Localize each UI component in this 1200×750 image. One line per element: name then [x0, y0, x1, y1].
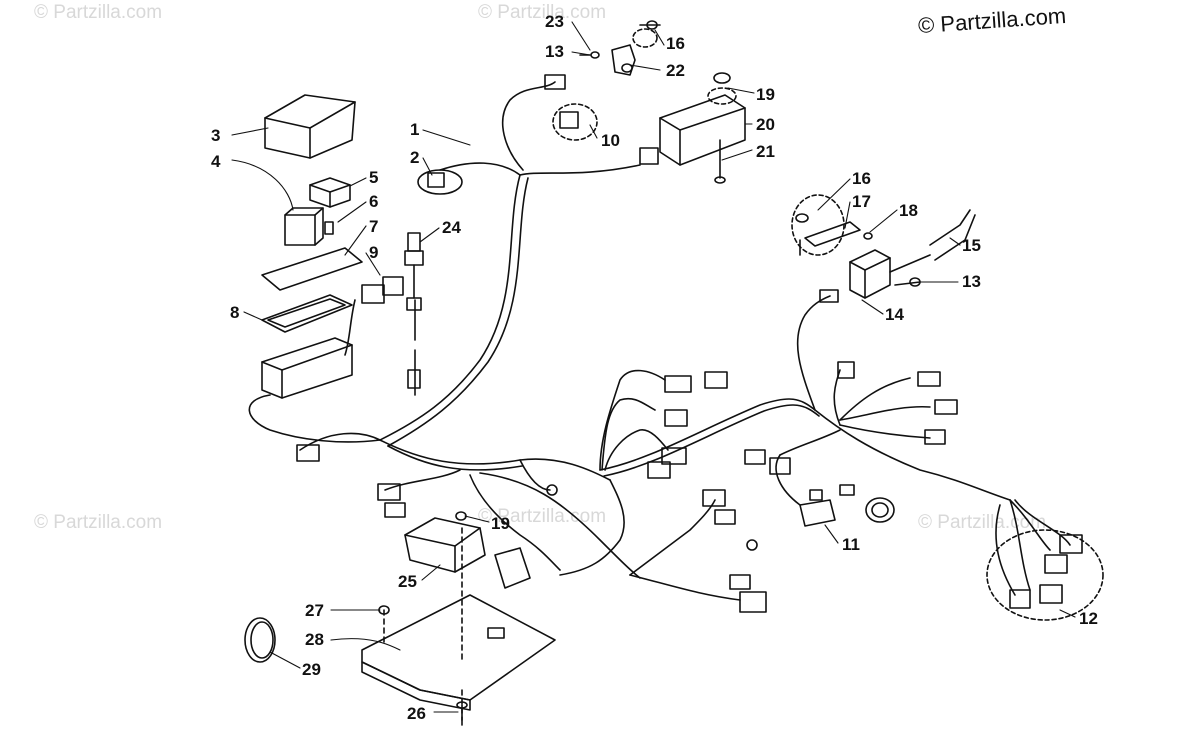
- connector-cluster: [986, 529, 1104, 621]
- watermark: © Partzilla.com: [34, 512, 163, 533]
- callout-7: 7: [369, 217, 378, 236]
- callout-6: 6: [369, 192, 378, 211]
- oxygen-sensor: [404, 232, 424, 389]
- voltage-regulator: [639, 94, 746, 166]
- leader-lines: [231, 21, 1076, 713]
- callout-3: 3: [211, 126, 220, 145]
- fuse-card: [261, 247, 363, 291]
- callout-17: 17: [852, 192, 871, 211]
- relay: [284, 207, 324, 246]
- callout-19-top: 19: [756, 85, 775, 104]
- callout-10: 10: [601, 131, 620, 150]
- connector-clip: [417, 169, 463, 195]
- callout-16-right: 16: [852, 169, 871, 188]
- callout-28: 28: [305, 630, 324, 649]
- callout-29: 29: [302, 660, 321, 679]
- callout-13-top: 13: [545, 42, 564, 61]
- plate-screws: [378, 605, 468, 726]
- callout-12: 12: [1079, 609, 1098, 628]
- callout-9: 9: [369, 243, 378, 262]
- callout-labels: 3 4 5 6 7 9 8 1 2 24 10 23 13 16 22 19 2…: [211, 12, 1098, 723]
- relay-box-cover: [264, 94, 356, 159]
- left-connectors: [296, 444, 406, 518]
- harness-connector: [544, 74, 598, 141]
- callout-15: 15: [962, 236, 981, 255]
- callout-8: 8: [230, 303, 239, 322]
- speed-sensor-assembly: [791, 194, 976, 303]
- nut: [707, 72, 737, 105]
- callout-1: 1: [410, 120, 419, 139]
- callout-13-right: 13: [962, 272, 981, 291]
- callout-23: 23: [545, 12, 564, 31]
- middle-connectors: [546, 371, 767, 613]
- fuse: [324, 221, 334, 235]
- fuse-box-gasket: [261, 294, 353, 333]
- connector: [361, 276, 404, 304]
- harness-plug: [799, 499, 836, 527]
- callout-19-mid: 19: [491, 514, 510, 533]
- ecu-module: [404, 511, 531, 589]
- sensor-bracket: [579, 20, 661, 76]
- mounting-plate: [361, 527, 556, 721]
- callout-25: 25: [398, 572, 417, 591]
- watermark: © Partzilla.com: [34, 2, 163, 23]
- wire-harness: [248, 81, 1071, 601]
- callout-20: 20: [756, 115, 775, 134]
- callout-21: 21: [756, 142, 775, 161]
- callout-2: 2: [410, 148, 419, 167]
- callout-27: 27: [305, 601, 324, 620]
- screw: [714, 139, 726, 184]
- callout-16-top: 16: [666, 34, 685, 53]
- watermark: © Partzilla.com: [478, 2, 607, 23]
- callout-14: 14: [885, 305, 904, 324]
- mini-relay: [309, 177, 351, 208]
- band-clamp: [244, 617, 276, 663]
- callout-18: 18: [899, 201, 918, 220]
- callout-5: 5: [369, 168, 378, 187]
- callout-24: 24: [442, 218, 461, 237]
- callout-4: 4: [211, 152, 221, 171]
- fuse-box-base: [261, 337, 353, 399]
- watermark: © Partzilla.com: [478, 506, 607, 527]
- callout-22: 22: [666, 61, 685, 80]
- right-connectors: [744, 361, 958, 523]
- callout-11: 11: [842, 535, 860, 554]
- callout-26: 26: [407, 704, 426, 723]
